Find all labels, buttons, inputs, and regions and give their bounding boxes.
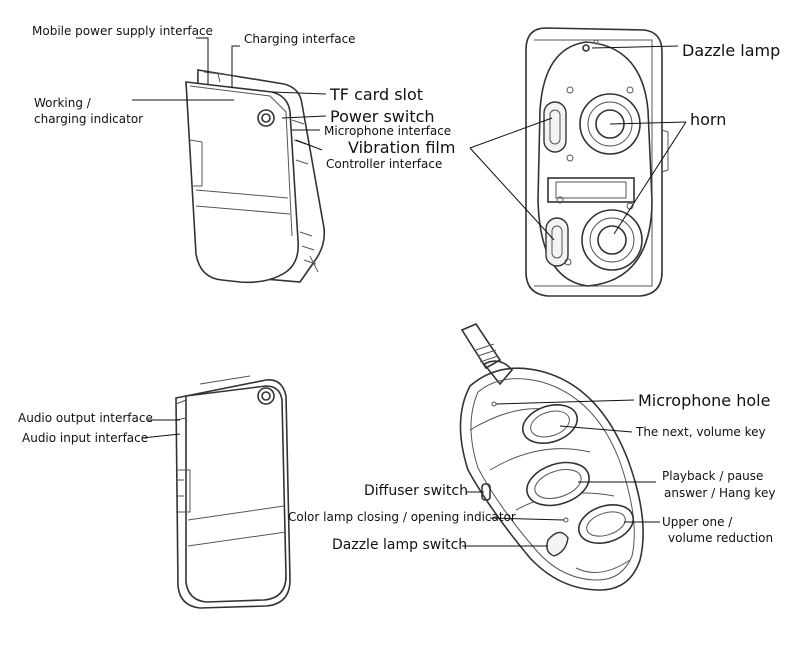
device-bottom-right [459,323,644,591]
label-microphone-interface: Microphone interface [324,124,452,138]
device-top-left [185,69,326,284]
label-playback-1: Playback / pause [662,469,764,483]
label-color-lamp-indicator: Color lamp closing / opening indicator [288,510,516,524]
label-horn: horn [690,110,727,129]
device-top-right [525,27,669,297]
label-diffuser-switch: Diffuser switch [364,483,468,499]
label-microphone-hole: Microphone hole [638,391,771,410]
label-dazzle-lamp: Dazzle lamp [682,41,781,60]
leader-lines [132,37,687,547]
label-vibration-film: Vibration film [348,138,456,157]
label-upper-one-1: Upper one / [662,515,733,529]
label-charging: Charging interface [244,32,356,46]
label-audio-output: Audio output interface [18,411,153,425]
device-bottom-left [175,375,291,609]
label-working-1: Working / [34,96,91,110]
label-next-volume: The next, volume key [636,425,766,439]
label-playback-2: answer / Hang key [664,486,776,500]
label-upper-one-2: volume reduction [668,531,774,545]
label-power-switch: Power switch [330,107,435,126]
label-controller-interface: Controller interface [326,157,443,171]
label-mobile-power: Mobile power supply interface [32,24,213,38]
label-dazzle-lamp-switch: Dazzle lamp switch [332,537,468,553]
label-working-2: charging indicator [34,112,144,126]
label-tf-card: TF card slot [330,85,424,104]
label-audio-input: Audio input interface [22,431,149,445]
